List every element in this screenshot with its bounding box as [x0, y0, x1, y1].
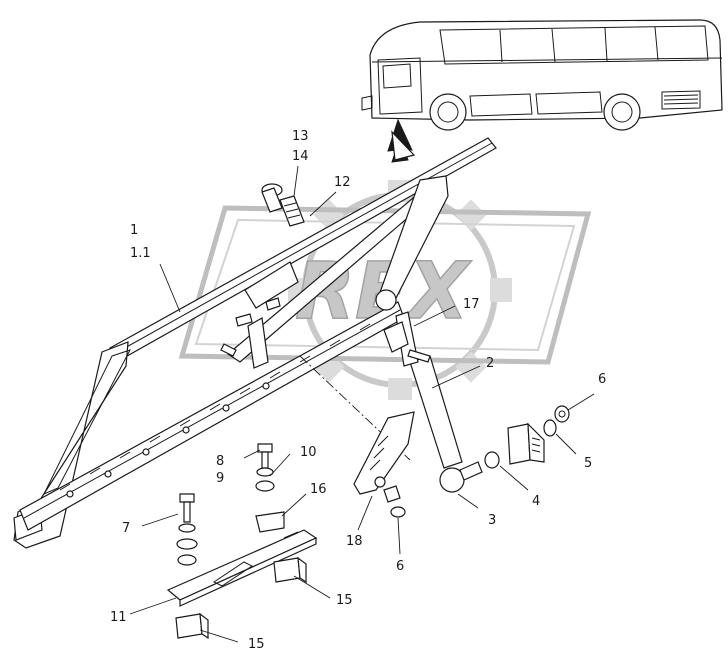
callout-16: 16 [310, 482, 327, 497]
callout-9: 9 [216, 471, 225, 486]
callout-5: 5 [584, 456, 593, 471]
callout-7: 7 [122, 521, 131, 536]
callout-6-lower: 6 [396, 559, 405, 574]
callout-17: 17 [463, 297, 480, 312]
callout-4: 4 [532, 494, 541, 509]
callout-14: 14 [292, 149, 309, 164]
callout-15-bottom: 15 [248, 637, 265, 652]
callout-11: 11 [110, 610, 127, 625]
callout-1-1: 1.1 [130, 246, 151, 261]
callout-10: 10 [300, 445, 317, 460]
callout-8: 8 [216, 454, 225, 469]
callout-18: 18 [346, 534, 363, 549]
strut-mount-hardware [484, 405, 570, 469]
callout-13: 13 [292, 129, 309, 144]
latch-plate [353, 411, 415, 518]
callout-3: 3 [488, 513, 497, 528]
callout-6-upper: 6 [598, 372, 607, 387]
leader-lines [129, 165, 595, 643]
bus-illustration [361, 19, 723, 163]
luggage-flap-frame [13, 137, 497, 549]
pivot-bracket [383, 321, 431, 363]
hinge-knuckles [59, 323, 371, 491]
pivot-bolt-assembly [261, 183, 305, 227]
striker-assembly [166, 443, 318, 640]
callout-12: 12 [334, 175, 351, 190]
callout-15-right: 15 [336, 593, 353, 608]
callout-2: 2 [486, 356, 495, 371]
callout-1: 1 [130, 223, 139, 238]
hinge-holes [66, 382, 270, 498]
